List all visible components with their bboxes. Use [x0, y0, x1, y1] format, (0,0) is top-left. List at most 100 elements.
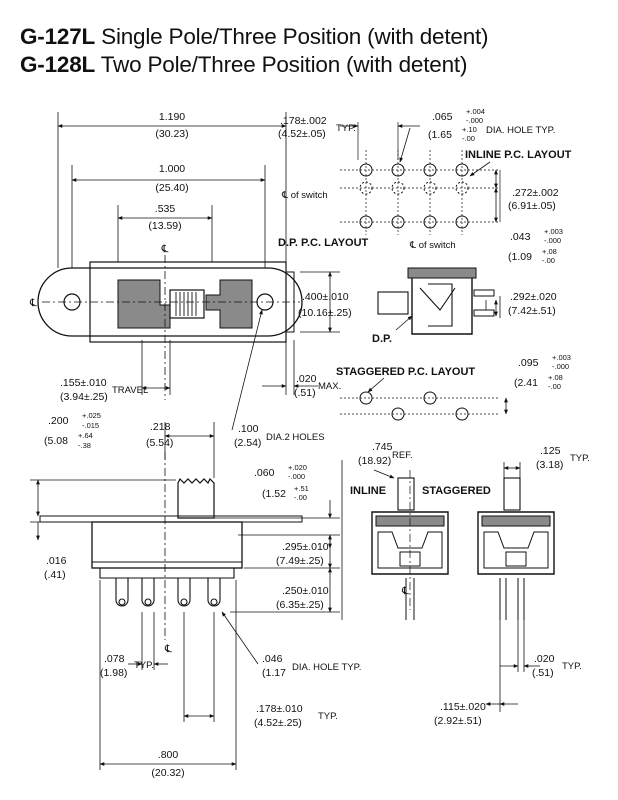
dim-max-in: .020 — [296, 373, 317, 385]
side-view-dimensions — [30, 422, 340, 770]
dim-stag-mm-tol-minus: -.00 — [548, 382, 561, 391]
max-label: MAX. — [318, 381, 341, 392]
l-typ: TYP. — [562, 661, 582, 672]
part-number-2: G-128L — [20, 52, 96, 77]
hole-label: DIA. HOLE TYP. — [486, 125, 555, 136]
centerline-mark-left: ℄ — [29, 297, 37, 309]
top-view-dimensions — [57, 112, 340, 431]
centerline-mark-end: ℄ — [401, 585, 409, 597]
dim-a-in-tol-minus: -.015 — [82, 421, 99, 430]
dim-offset-mm-tol-plus: +.08 — [542, 247, 557, 256]
dp-end-view — [377, 267, 501, 335]
holes-label: DIA.2 HOLES — [266, 432, 325, 443]
dim-c-in: .016 — [46, 555, 67, 567]
dp-tag: D.P. — [372, 333, 392, 345]
dim-offset-mm-tol-minus: -.00 — [542, 256, 555, 265]
centerline-mark-top: ℄ — [161, 243, 169, 255]
staggered-pc-layout — [340, 377, 508, 421]
dim-pitch-mm: (4.52±.05) — [278, 128, 326, 140]
dim-holes-in: .100 — [238, 423, 259, 435]
part-number-1: G-127L — [20, 24, 96, 49]
dim-row-in: .272±.002 — [512, 187, 559, 199]
dim-a-mm-tol-plus: +.64 — [78, 431, 93, 440]
dim-pitch-in: .178±.002 — [280, 115, 327, 127]
dim-stag-in-tol-plus: +.003 — [552, 353, 571, 362]
dim-a-mm: (5.08 — [44, 435, 68, 447]
pitch-typ: TYP. — [336, 123, 356, 134]
dim-travel-mm: (3.94±.25) — [60, 391, 108, 403]
centerline-mark-side: ℄ — [164, 643, 172, 655]
inline-pc-layout — [340, 122, 501, 235]
dim-g-in: .078 — [104, 653, 125, 665]
i-typ: TYP. — [318, 711, 338, 722]
dim-hole-mm-tol-minus: -.00 — [462, 134, 475, 143]
dim-m-mm: (2.92±.51) — [434, 715, 482, 727]
dim-hole-mm: (1.65 — [428, 129, 452, 141]
dim-hole-mm-tol-plus: +.10 — [462, 125, 477, 134]
dim-hole-in-tol-plus: +.004 — [466, 107, 485, 116]
dim-h-in: .046 — [262, 653, 283, 665]
dim-stag-in-tol-minus: -.000 — [552, 362, 569, 371]
inline-end-view — [371, 470, 449, 620]
dim-j-in: .800 — [158, 749, 179, 761]
dim-ref-in: .745 — [372, 441, 393, 453]
dim-b-in: .218 — [150, 421, 171, 433]
dim-offset-mm: (1.09 — [508, 251, 532, 263]
dim-d-mm-tol-minus: -.00 — [294, 493, 307, 502]
dim-b-mm: (5.54) — [146, 437, 173, 449]
ref-label: REF. — [392, 450, 413, 461]
dim-height-in: .400±.010 — [302, 291, 349, 303]
staggered-layout-label: STAGGERED P.C. LAYOUT — [336, 366, 475, 378]
dim-d-in: .060 — [254, 467, 275, 479]
dim-stag-mm: (2.41 — [514, 377, 538, 389]
dim-travel-in: .155±.010 — [60, 377, 107, 389]
dp-layout-label: D.P. P.C. LAYOUT — [278, 237, 369, 249]
dim-stag-in: .095 — [518, 357, 539, 369]
dim-hole-in: .065 — [432, 111, 453, 123]
dim-mount-in: 1.000 — [159, 163, 185, 175]
title-line-1: G-127L Single Pole/Three Position (with … — [20, 24, 489, 50]
inline-layout-label: INLINE P.C. LAYOUT — [465, 149, 572, 161]
k-typ: TYP. — [570, 453, 590, 464]
dim-max-mm: (.51) — [294, 387, 316, 399]
dim-i-in: .178±.010 — [256, 703, 303, 715]
dim-i-mm: (4.52±.25) — [254, 717, 302, 729]
top-view-outline — [37, 255, 303, 400]
dim-stag-mm-tol-plus: +.08 — [548, 373, 563, 382]
dim-overall-mm: (30.23) — [155, 128, 188, 140]
dim-d-in-tol-plus: +.020 — [288, 463, 307, 472]
part-description-2: Two Pole/Three Position (with detent) — [100, 52, 468, 77]
dim-height-mm: (10.16±.25) — [298, 307, 352, 319]
dim-c-mm: (.41) — [44, 569, 66, 581]
dim-a-in: .200 — [48, 415, 69, 427]
dim-k-in: .125 — [540, 445, 561, 457]
dim-ref-mm: (18.92) — [358, 455, 391, 467]
staggered-end-label: STAGGERED — [422, 485, 491, 497]
dim-g-mm: (1.98) — [100, 667, 127, 679]
part-description-1: Single Pole/Three Position (with detent) — [101, 24, 489, 49]
dim-slot-mm: (13.59) — [148, 220, 181, 232]
dim-e-mm: (7.49±.25) — [276, 555, 324, 567]
dim-overall-in: 1.190 — [159, 111, 185, 123]
labels: 1.190 (30.23) 1.000 (25.40) .535 (13.59)… — [29, 107, 590, 779]
inline-end-label: INLINE — [350, 485, 386, 497]
dim-offset-in-tol-plus: +.003 — [544, 227, 563, 236]
dim-side-mm: (7.42±.51) — [508, 305, 556, 317]
g-typ: TYP. — [134, 660, 154, 671]
dim-row-mm: (6.91±.05) — [508, 200, 556, 212]
side-view-outline — [39, 452, 303, 640]
dim-a-mm-tol-minus: -.38 — [78, 441, 91, 450]
dim-mount-mm: (25.40) — [155, 182, 188, 194]
dim-a-in-tol-plus: +.025 — [82, 411, 101, 420]
end-view-dimensions — [341, 460, 540, 712]
dim-l-mm: (.51) — [532, 667, 554, 679]
centerline-switch-1: ℄ of switch — [281, 190, 328, 201]
travel-label: TRAVEL — [112, 385, 148, 396]
dim-d-mm-tol-plus: +.51 — [294, 484, 309, 493]
dim-e-in: .295±.010 — [282, 541, 329, 553]
dim-d-in-tol-minus: -.000 — [288, 472, 305, 481]
dim-d-mm: (1.52 — [262, 488, 286, 500]
dim-holes-mm: (2.54) — [234, 437, 261, 449]
